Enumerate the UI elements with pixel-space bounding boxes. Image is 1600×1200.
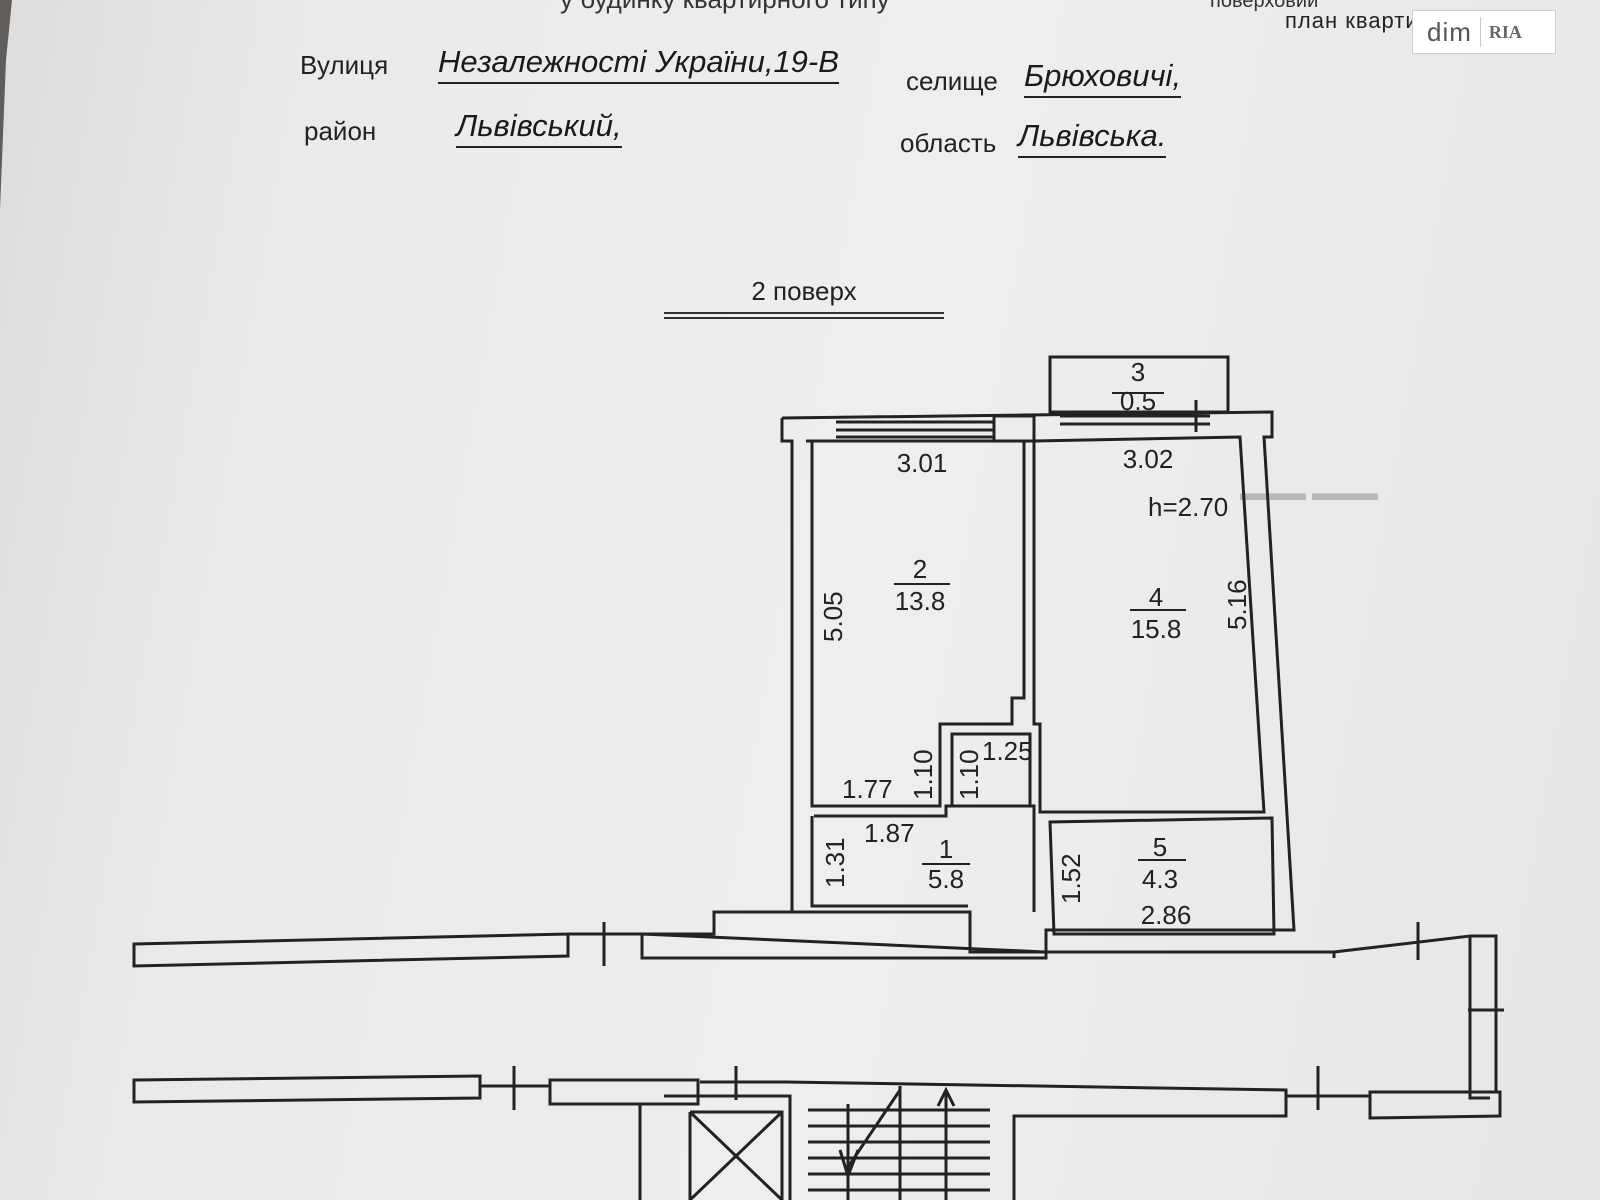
bath-width-dim: 2.86 <box>1141 900 1192 930</box>
niche-width-dim: 1.77 <box>842 774 893 804</box>
lift-cross <box>688 1110 784 1200</box>
room-2-length-dim: 5.05 <box>818 591 848 642</box>
room-4-width-dim: 3.02 <box>1123 444 1174 474</box>
watermark-brand: dim <box>1427 16 1472 47</box>
niche-depth-right-dim: 1.10 <box>954 749 984 800</box>
lift-shaft <box>638 1094 792 1200</box>
village-value: Брюховичі, <box>1024 58 1182 98</box>
room-5-area: 4.3 <box>1142 864 1178 894</box>
room-1-number: 1 <box>939 834 953 864</box>
room-2-width-dim: 3.01 <box>897 448 948 478</box>
stair-arrow-down-head <box>838 1149 860 1181</box>
street-value: Незалежності України,19-В <box>438 44 839 84</box>
left-outer-wall <box>780 418 794 912</box>
corridor-wall-left-lower <box>132 1074 482 1104</box>
room-4-inner <box>1032 435 1266 814</box>
room-2-inner <box>806 439 1026 808</box>
room-5-number: 5 <box>1153 832 1167 862</box>
balcony-outline <box>1048 355 1230 414</box>
apartment-outer-wall <box>568 410 1296 954</box>
room-2-area: 13.8 <box>895 586 946 616</box>
district-label: район <box>304 116 377 146</box>
floor-title: 2 поверх <box>751 276 857 306</box>
bleed-through-text: ▬▬▬ ▬▬▬ <box>1240 480 1379 505</box>
room-1-area: 5.8 <box>928 864 964 894</box>
window-room-4 <box>1060 414 1210 426</box>
room-3-number: 3 <box>1131 357 1145 387</box>
niche-depth-left-dim: 1.10 <box>908 749 938 800</box>
street-label: Вулиця <box>300 50 389 80</box>
room-4-number: 4 <box>1149 582 1163 612</box>
room-2-number: 2 <box>913 554 927 584</box>
window-room-2 <box>836 420 994 439</box>
corridor-wall-middle-upper <box>640 932 1048 960</box>
ceiling-height: h=2.70 <box>1148 492 1228 522</box>
room-5-inner <box>1048 816 1276 936</box>
corridor-wall-lower-right <box>700 1080 1288 1200</box>
district-value: Львівський, <box>456 108 622 148</box>
stair-stringers <box>846 1086 902 1200</box>
region-label: область <box>900 128 997 158</box>
corridor-tick-marks <box>602 922 1504 1012</box>
document-heading-cut: у будинку квартирного типу <box>560 0 890 15</box>
corridor-wall-lower-end <box>1286 1090 1502 1120</box>
lower-tick-marks <box>512 1066 1320 1110</box>
corridor-wall-left-upper <box>132 932 570 968</box>
dimria-watermark: dim RIA <box>1412 10 1556 54</box>
room-3-area: 0.5 <box>1120 386 1156 416</box>
wall-pillar <box>992 414 1036 443</box>
room-4-area: 15.8 <box>1131 614 1182 644</box>
watermark-divider <box>1479 17 1481 47</box>
village-label: селище <box>906 66 998 96</box>
document-heading-right-cut: поверховий <box>1210 0 1319 12</box>
region-value: Львівська. <box>1018 118 1167 158</box>
hall-depth-dim: 1.31 <box>820 837 850 888</box>
niche-offset-dim: 1.25 <box>982 736 1033 766</box>
floor-title-underline <box>664 312 944 314</box>
hall-width-dim: 1.87 <box>864 818 915 848</box>
floor-title-underline-second <box>664 317 944 319</box>
room-1-inner <box>810 804 1036 912</box>
corridor-wall-right-upper <box>1046 934 1490 1100</box>
room-4-length-dim: 5.16 <box>1222 579 1252 630</box>
corridor-end-wall <box>1470 934 1498 1092</box>
stair-arrow-up-head <box>936 1086 956 1107</box>
bath-depth-dim: 1.52 <box>1056 853 1086 904</box>
watermark-sub-brand: RIA <box>1488 21 1522 42</box>
